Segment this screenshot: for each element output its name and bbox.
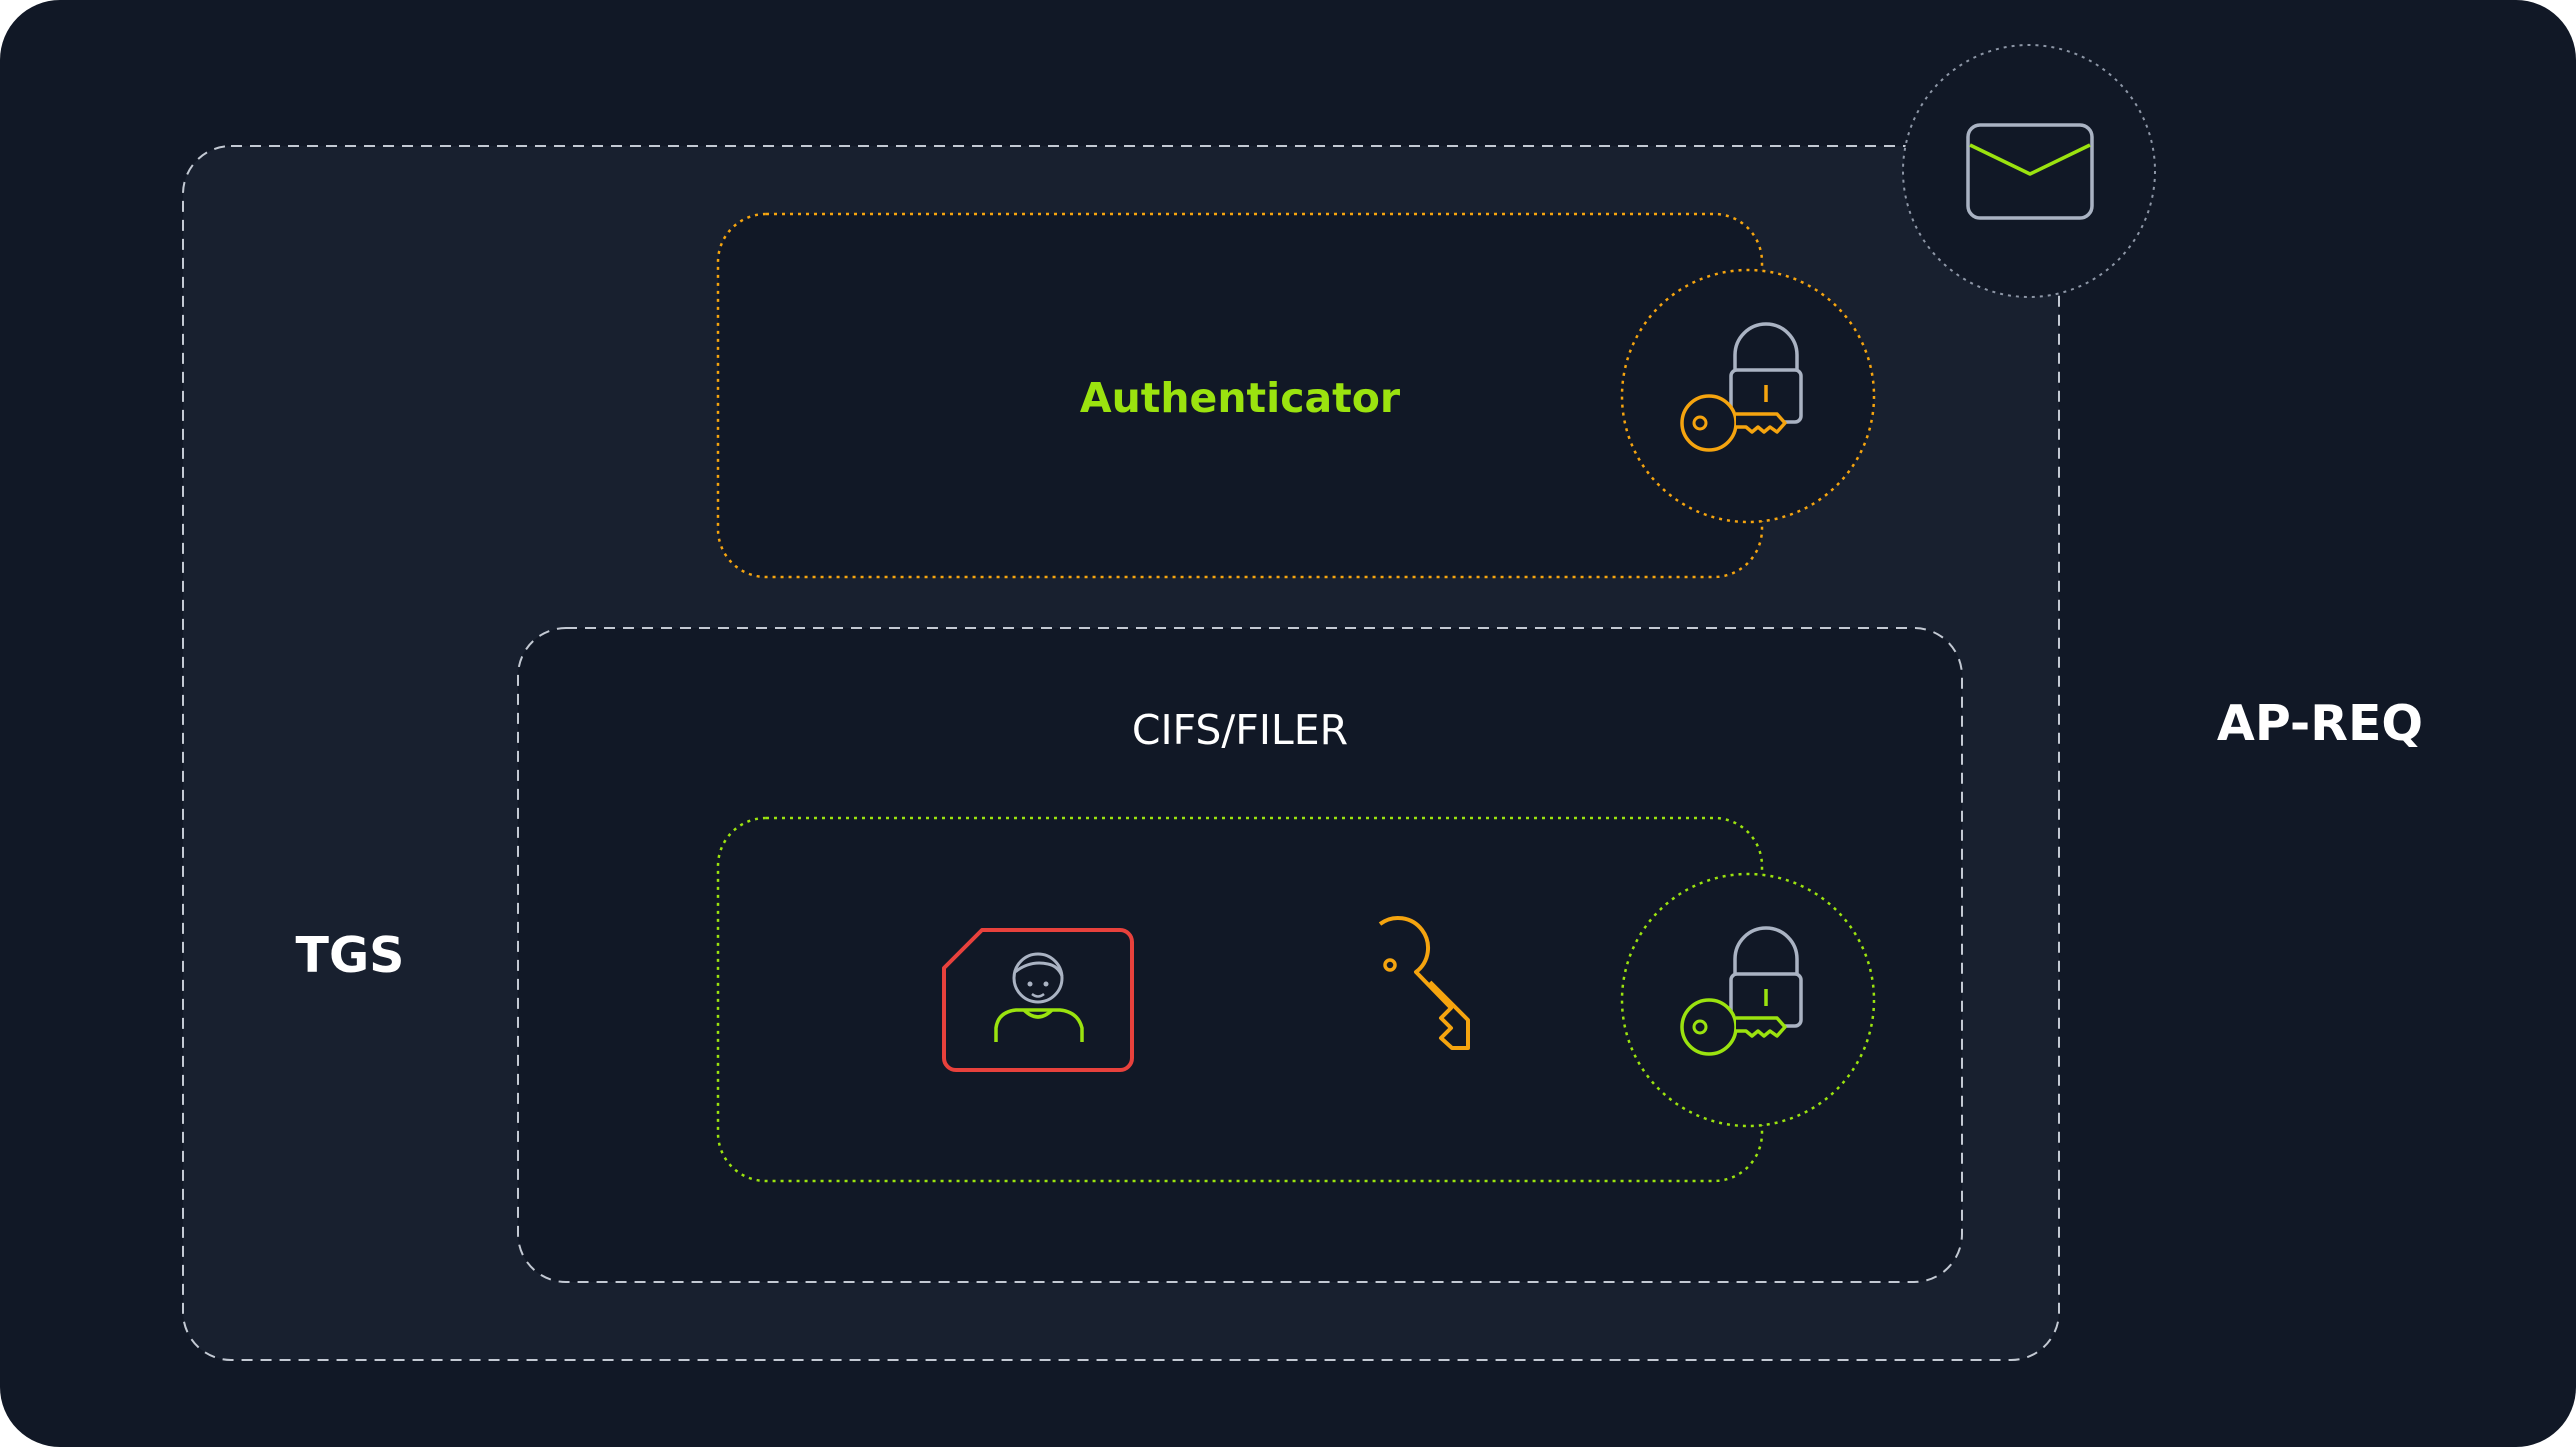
ticket-contents-box xyxy=(716,816,1764,1183)
ap-req-label: AP-REQ xyxy=(2217,695,2423,752)
authenticator-box xyxy=(716,212,1764,579)
service-label: CIFS/FILER xyxy=(1132,706,1348,754)
ticket-key-lock-icon xyxy=(1620,872,1876,1128)
person-card-icon xyxy=(942,928,1134,1072)
authenticator-label: Authenticator xyxy=(1080,374,1401,422)
envelope-icon xyxy=(1902,44,2156,298)
key-icon xyxy=(1378,916,1470,1050)
tgs-label: TGS xyxy=(296,927,405,984)
authenticator-key-lock-icon xyxy=(1620,268,1876,524)
